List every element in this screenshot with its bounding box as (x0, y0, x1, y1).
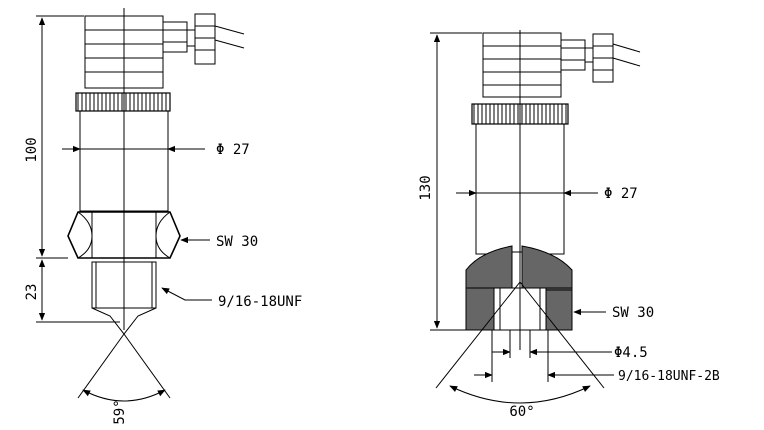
right-diameter-label: Φ 27 (604, 186, 638, 202)
connector-housing (482, 32, 562, 98)
cable-gland (162, 13, 245, 65)
left-sensor (36, 8, 245, 402)
right-thread-label: 9/16-18UNF-2B (618, 369, 720, 384)
left-thread-label: 9/16-18UNF (218, 294, 302, 310)
right-hex-label: SW 30 (612, 305, 654, 321)
hex-nut (67, 211, 181, 259)
cable (612, 43, 641, 53)
left-overall-length-label: 100 (24, 137, 40, 162)
angle-arc (449, 385, 591, 404)
hex-fitting-section (465, 245, 573, 331)
right-sensor (430, 30, 641, 404)
left-lower-length-label: 23 (24, 284, 40, 301)
left-diameter-label: Φ 27 (216, 142, 250, 158)
right-overall-length-label: 130 (418, 175, 434, 200)
right-bore-label: Φ4.5 (614, 345, 648, 361)
cable (214, 25, 245, 35)
left-hex-label: SW 30 (216, 234, 258, 250)
angle-arc (82, 389, 166, 402)
cable-gland (560, 33, 641, 83)
knurled-ring (75, 92, 171, 112)
right-angle-label: 60° (509, 404, 534, 420)
left-angle-label: 59° (112, 399, 128, 424)
